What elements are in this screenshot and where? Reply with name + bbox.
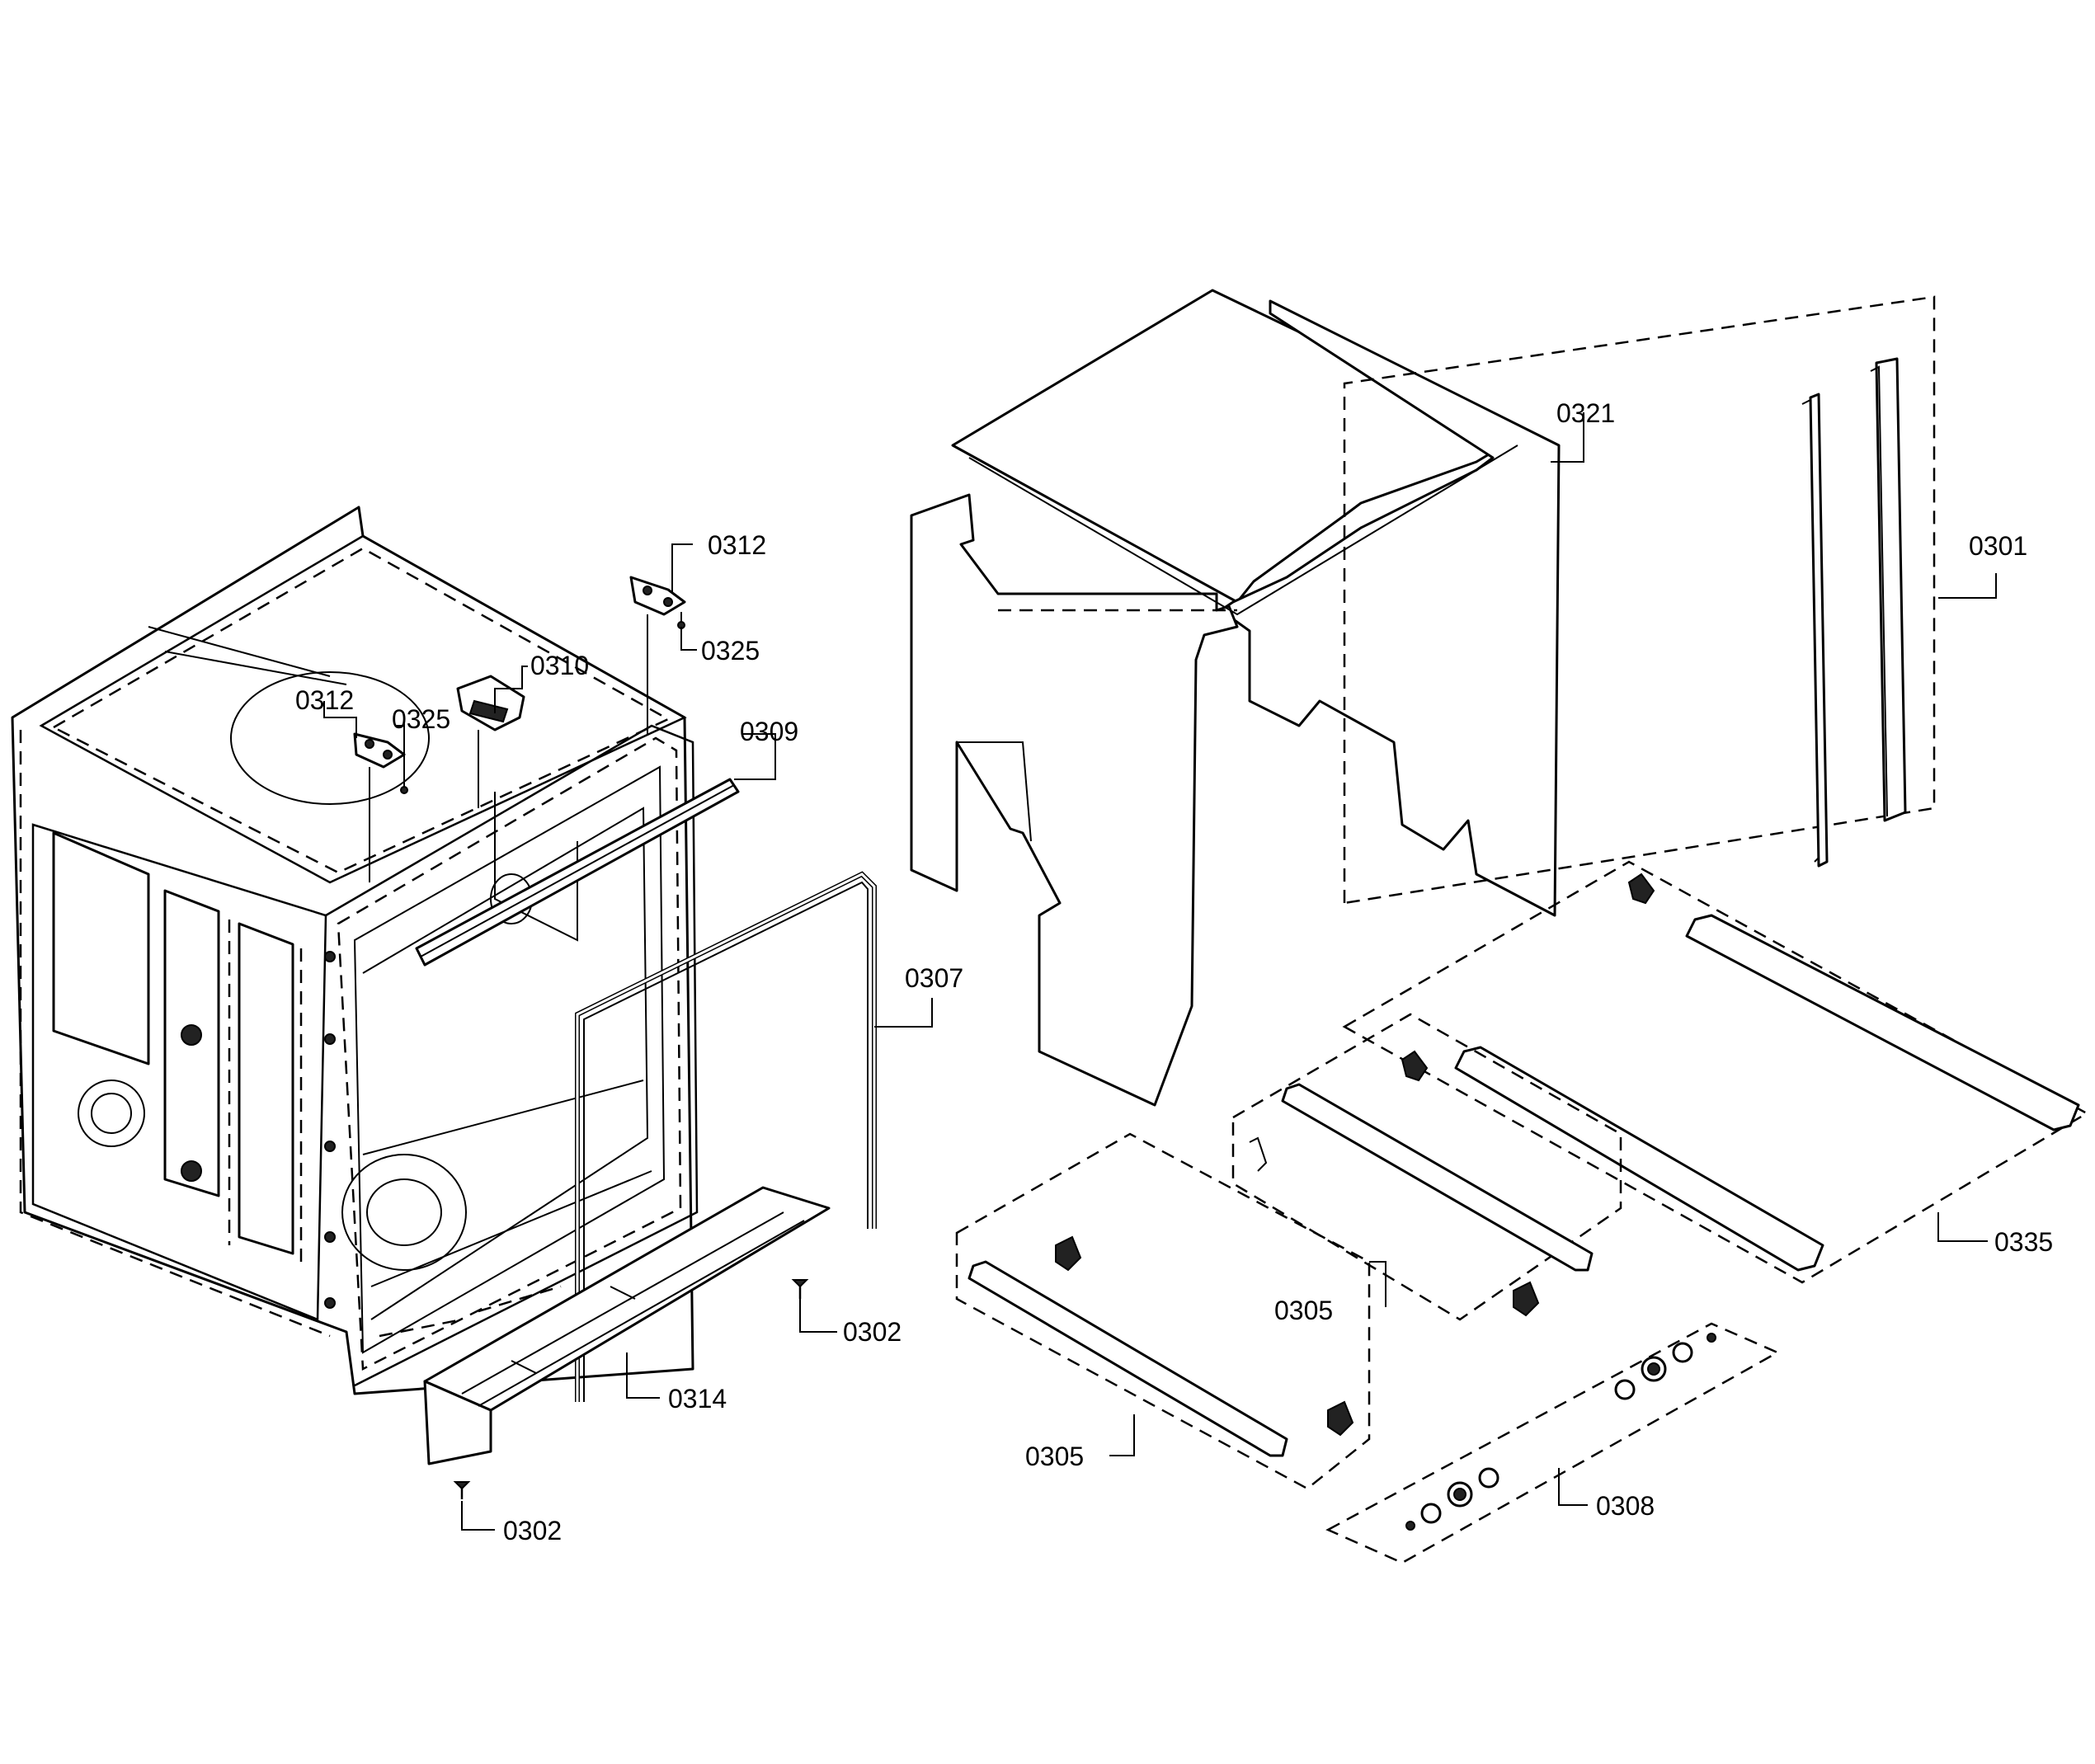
label-0302-right: 0302 <box>843 1317 902 1347</box>
tub-assembly <box>11 506 699 1395</box>
rack-rail-0305-lower <box>955 1132 1371 1490</box>
side-rails-0301 <box>1343 295 1997 905</box>
label-0321: 0321 <box>1556 398 1615 428</box>
label-0307: 0307 <box>905 963 963 993</box>
label-0325-left: 0325 <box>392 704 450 734</box>
screw-0302-right <box>791 1279 809 1299</box>
label-0309: 0309 <box>740 717 798 746</box>
label-0312-right: 0312 <box>708 530 766 560</box>
label-0310: 0310 <box>530 651 589 680</box>
hinge-bracket-0312-left <box>353 732 406 882</box>
label-0312-left: 0312 <box>295 685 354 715</box>
wheel-kit-0308 <box>1325 1322 1780 1564</box>
rack-rails-0335 <box>1342 860 2089 1284</box>
door-rail-0309 <box>415 778 740 967</box>
door-gasket-0307 <box>575 871 877 1402</box>
label-0301: 0301 <box>1969 531 2027 561</box>
screw-0325-left <box>400 786 408 794</box>
screw-0302-left <box>453 1481 471 1499</box>
label-0335: 0335 <box>1994 1227 2053 1257</box>
hinge-bracket-0312-right <box>629 576 686 734</box>
hinge-bracket-0310 <box>456 675 525 808</box>
label-0302-left: 0302 <box>503 1516 562 1545</box>
label-0305-upper: 0305 <box>1274 1296 1333 1325</box>
label-0314: 0314 <box>668 1384 727 1414</box>
screw-0325-right <box>677 612 685 629</box>
callout-labels: 0312 0325 0310 0312 0325 0309 0307 0302 … <box>295 398 2053 1545</box>
label-0308: 0308 <box>1596 1491 1655 1521</box>
rack-rail-0305-upper <box>1231 1013 1622 1321</box>
label-0325-right: 0325 <box>701 636 760 666</box>
label-0305-lower: 0305 <box>1025 1442 1084 1471</box>
base-trim-0314 <box>423 1186 831 1465</box>
leader-lines <box>323 543 933 1531</box>
insulation-blanket-0321 <box>910 289 1584 1107</box>
